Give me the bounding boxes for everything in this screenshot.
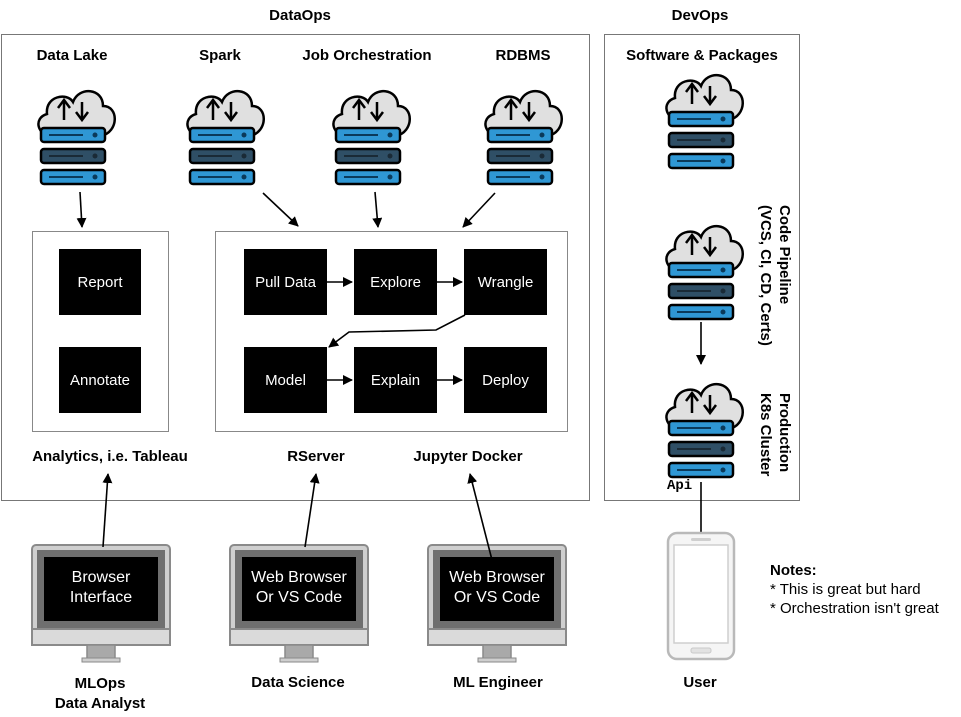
devops-frame [604,34,800,501]
note-item: * Orchestration isn't great [770,600,939,617]
smartphone-icon [666,531,736,661]
role-label-analyst: MLOps Data Analyst [54,675,146,712]
job-orchestration-server-icon [332,89,412,186]
production-server-icon [665,382,745,479]
annotate-block: Annotate [59,347,141,413]
arrow-mlengineer-jupyter [467,473,493,561]
source-label-data-lake: Data Lake [36,47,108,64]
report-block: Report [59,249,141,315]
client-screen-analyst: Browser Interface [69,569,133,606]
jupyter-docker-label: Jupyter Docker [413,448,523,465]
dataops-frame [1,34,590,501]
role-label-datascience: Data Science [251,674,345,691]
explain-block: Explain [354,347,437,413]
code-pipeline-server-icon [665,224,745,321]
devops-title: DevOps [671,7,729,24]
arrow-orchestration-pipeline [372,191,383,228]
arrow-wrangle-model [328,314,466,348]
arrow-spark-pipeline [262,192,299,227]
arrow-datascience-rserver [304,473,320,548]
source-label-spark: Spark [199,47,241,64]
code-pipeline-label: Code Pipeline (VCS, CI, CD, Certs) [757,205,793,346]
note-item: * This is great but hard [770,581,921,598]
data-lake-server-icon [37,89,117,186]
rserver-label: RServer [287,448,345,465]
analytics-label: Analytics, i.e. Tableau [32,448,188,465]
software-server-icon [665,73,745,170]
arrow-analyst-analytics [102,473,113,548]
dataops-title: DataOps [269,7,331,24]
client-screen-mlengineer: Web Browser Or VS Code [449,569,545,606]
explore-block: Explore [354,249,437,315]
source-label-rdbms: RDBMS [495,47,551,64]
rdbms-server-icon [484,89,564,186]
model-block: Model [244,347,327,413]
deploy-block: Deploy [464,347,547,413]
spark-server-icon [186,89,266,186]
pull-data-block: Pull Data [244,249,327,315]
role-label-mlengineer: ML Engineer [453,674,543,691]
source-label-job-orchestration: Job Orchestration [302,47,432,64]
client-screen-datascience: Web Browser Or VS Code [251,569,347,606]
notes: Notes: * This is great but hard * Orches… [770,561,939,618]
software-label: Software & Packages [626,47,778,64]
pipeline-box [215,231,568,432]
arrow-rdbms-pipeline [462,192,496,228]
production-label: Production K8s Cluster [757,393,793,477]
user-label: User [683,674,717,691]
api-label: Api [667,478,693,494]
arrow-datalake-analytics [76,191,87,228]
wrangle-block: Wrangle [464,249,547,315]
analytics-box [32,231,169,432]
notes-title: Notes: [770,562,817,579]
